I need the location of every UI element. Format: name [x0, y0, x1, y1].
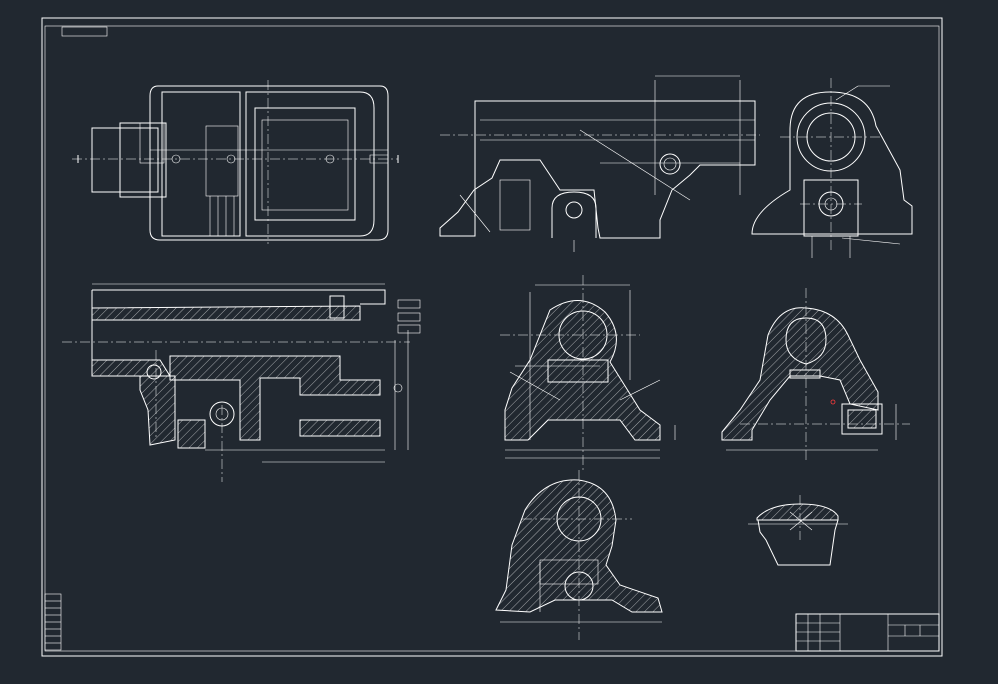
left-revision-table [44, 593, 62, 651]
section-view [62, 283, 421, 482]
detail-view [748, 495, 848, 566]
side-view [751, 78, 913, 258]
inner-frame [44, 25, 940, 652]
front-view [439, 75, 760, 252]
corner-code-box [61, 26, 108, 37]
bracket-section-center [500, 275, 676, 470]
title-block [795, 613, 940, 652]
bracket-section-right [721, 288, 910, 462]
top-view [72, 80, 399, 244]
bracket-section-bottom [495, 470, 663, 640]
outer-frame [41, 17, 943, 657]
